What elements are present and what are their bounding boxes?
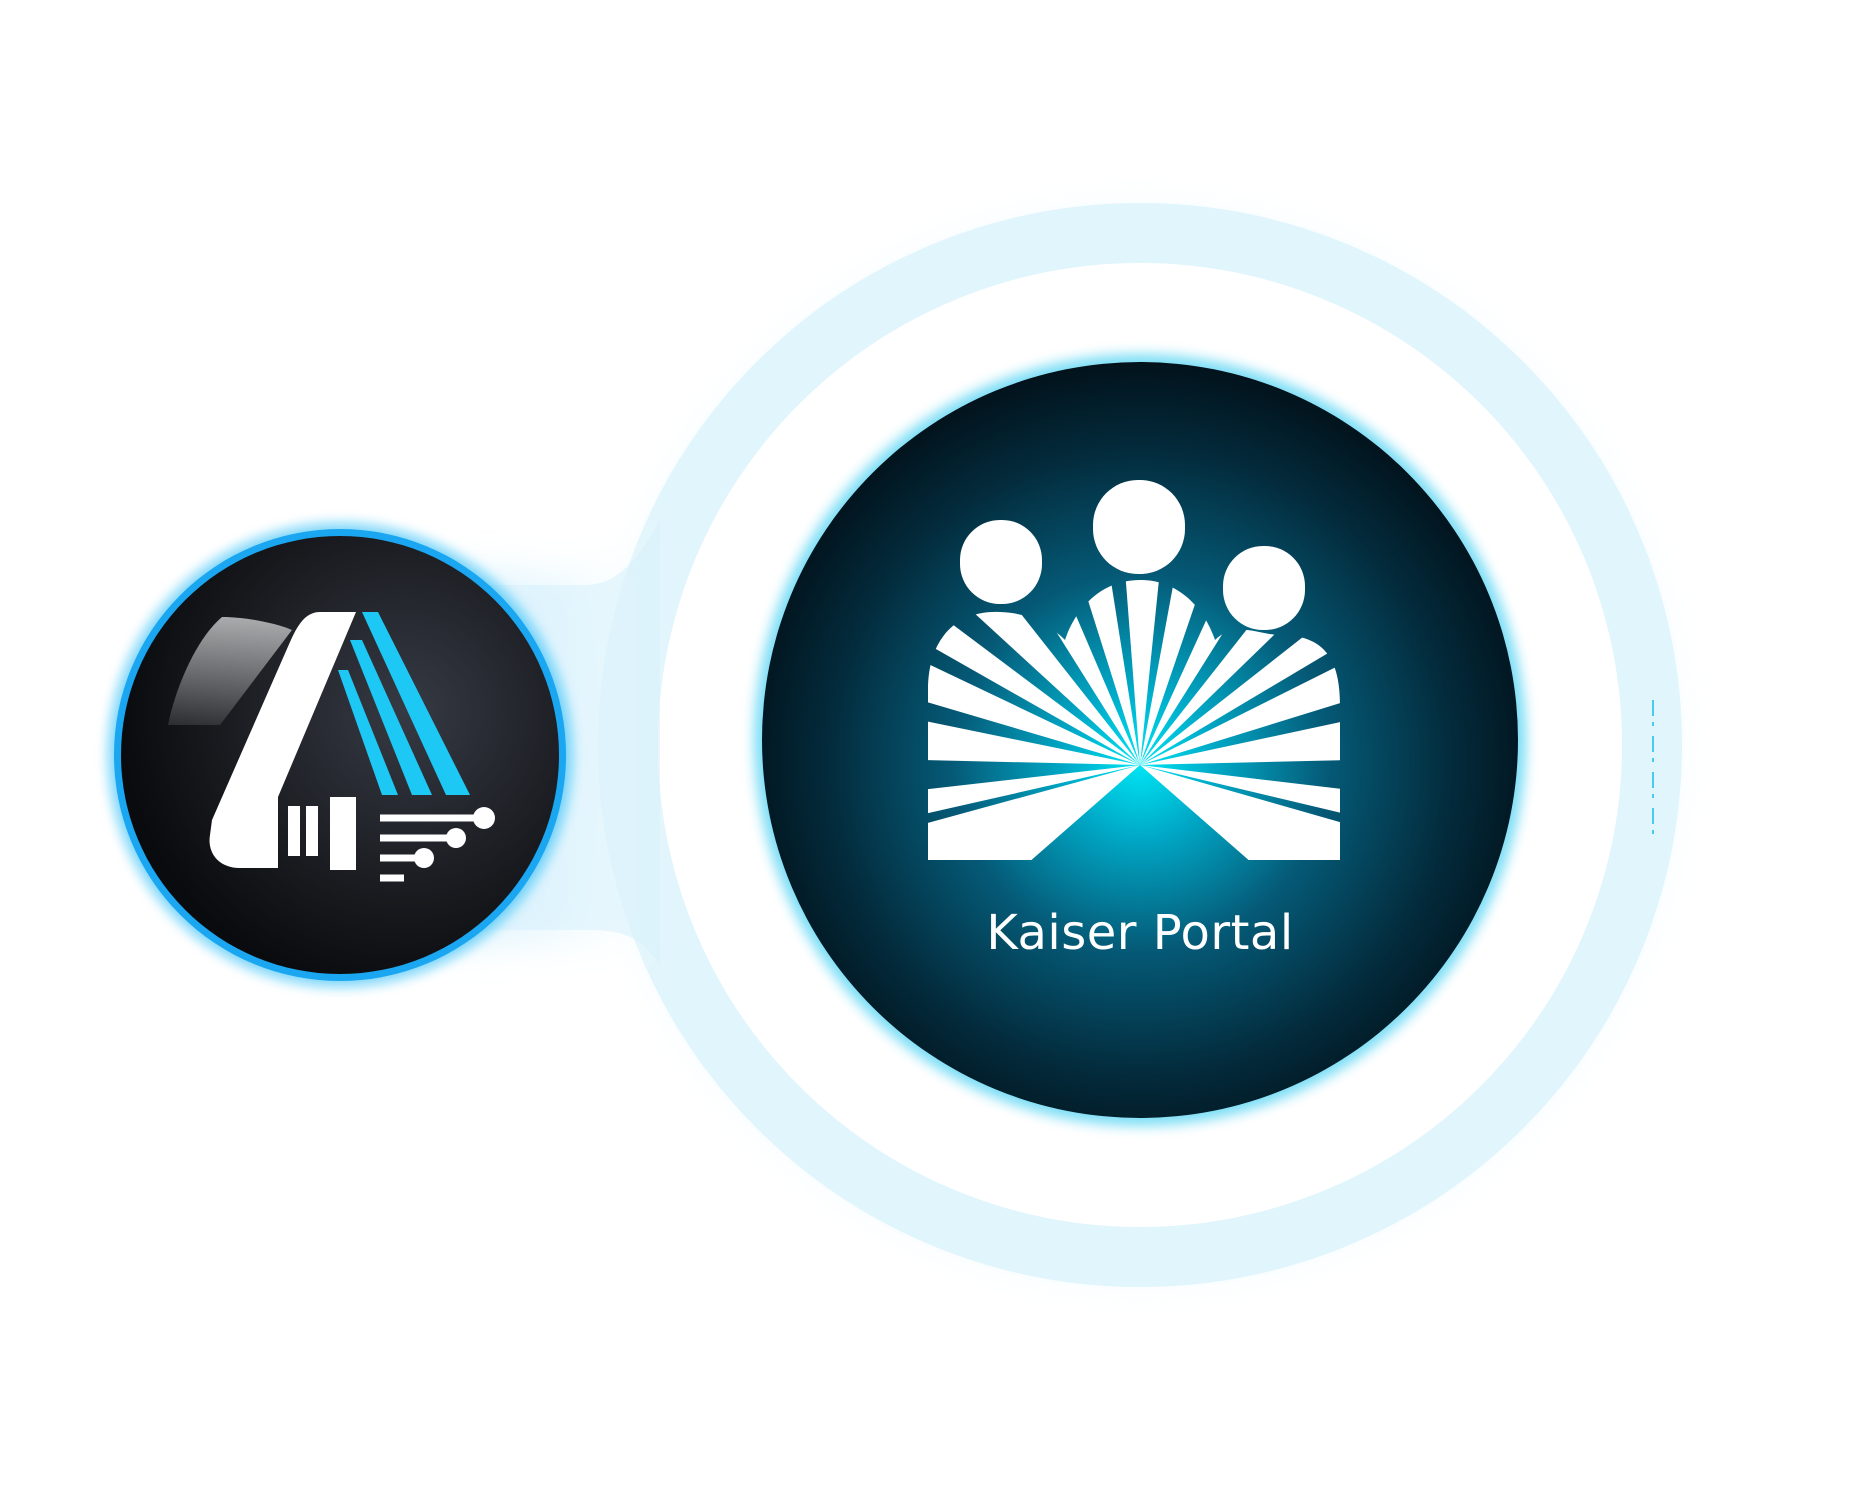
analytics-a-logo-icon (168, 612, 495, 882)
source-logo-circle (108, 523, 572, 987)
kaiser-people-sunburst-icon (928, 480, 1340, 860)
portal-name-label: Kaiser Portal (986, 905, 1294, 961)
target-portal-circle (754, 354, 1526, 1126)
